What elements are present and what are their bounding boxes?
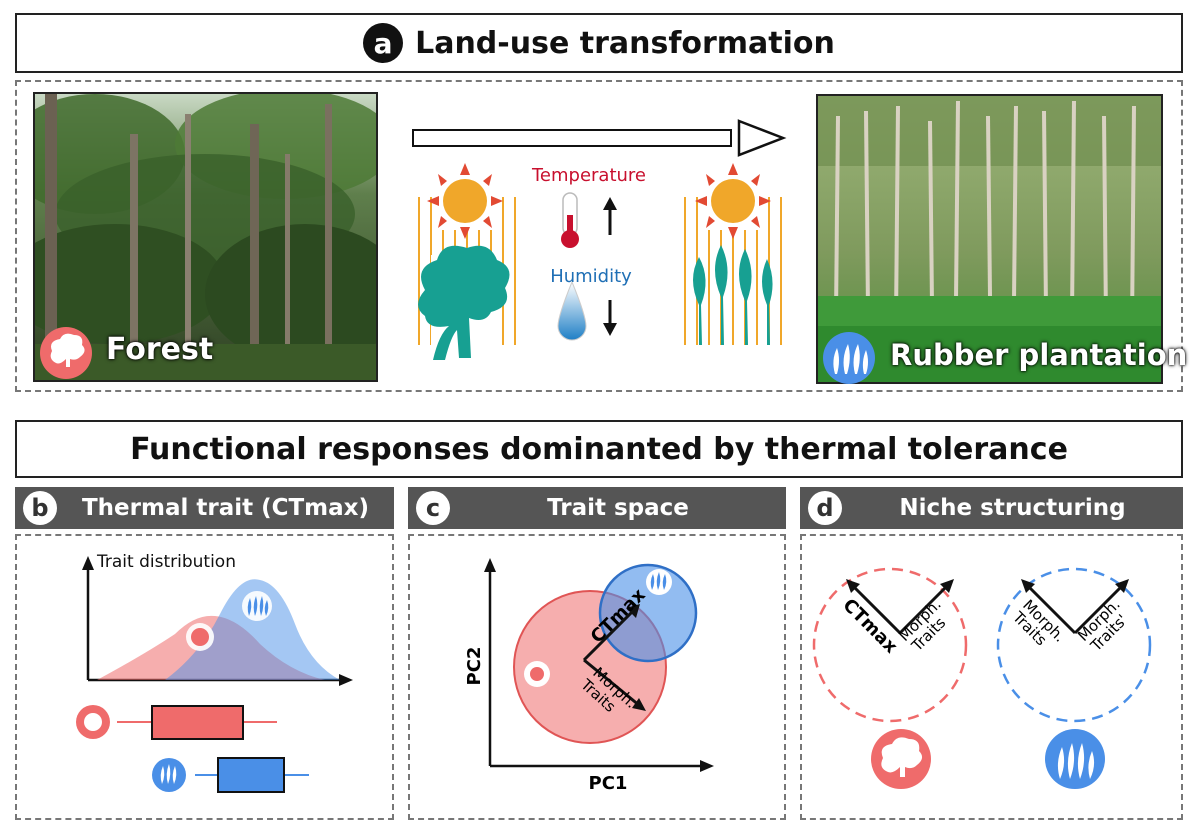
plantation-niche-circle [996, 567, 1152, 723]
panel-c-title: Trait space [547, 495, 689, 521]
thermometer-icon [561, 192, 579, 248]
ctmax-arrow [582, 604, 640, 662]
panel-d-badge: d [808, 491, 842, 525]
panel-a-title-box: a Land-use transformation [15, 13, 1183, 73]
panel-c-plantation-icon [646, 569, 672, 595]
panel-b-header: b Thermal trait (CTmax) [15, 487, 394, 529]
forest-label: Forest [106, 332, 214, 367]
panel-d-diagram: CTmax Morph. Traits Morph. Traits Morph.… [812, 567, 1152, 789]
forest-curve-icon [186, 623, 214, 651]
temperature-label: Temperature [531, 165, 646, 186]
plantation-photo-illustration [818, 96, 1161, 382]
plantation-morph-arrow-right [1073, 579, 1129, 635]
panel-b-y-label: Trait distribution [96, 552, 236, 572]
panel-c-forest-icon [524, 661, 550, 687]
forest-morph-arrow [898, 579, 954, 635]
panel-c-y-label: PC2 [464, 647, 485, 686]
panel-c-axes [484, 558, 714, 772]
plantation-photo [816, 94, 1163, 384]
panel-b-badge: b [23, 491, 57, 525]
plantation-boxplot [152, 757, 309, 793]
land-use-middle-illustration: Temperature Humidity [412, 119, 787, 360]
forest-ctmax-arrow [846, 579, 902, 635]
section-title-box: Functional responses dominanted by therm… [15, 420, 1183, 478]
plantation-badge-icon [823, 332, 875, 384]
morph-traits-arrow [583, 658, 646, 711]
panel-c-x-label: PC1 [589, 773, 628, 794]
rubber-tree-icons [693, 245, 773, 345]
panel-b-frame [15, 534, 394, 820]
panel-c-diagram: PC1 PC2 CTmax Morph. Traits [464, 558, 714, 794]
transformation-arrow [412, 119, 787, 157]
section-title: Functional responses dominanted by therm… [130, 431, 1068, 467]
panel-d-frame [800, 534, 1183, 820]
panel-a-badge: a [363, 23, 404, 63]
panel-c-header: c Trait space [408, 487, 786, 529]
panel-b-title: Thermal trait (CTmax) [81, 495, 370, 521]
temperature-up-arrow-icon [603, 197, 617, 235]
forest-niche-circle [812, 567, 968, 723]
forest-tree-icon [418, 245, 510, 360]
forest-photo [33, 92, 378, 382]
panel-d-title: Niche structuring [899, 495, 1126, 521]
forest-photo-illustration [35, 94, 376, 380]
right-sun-icon [695, 163, 771, 239]
panel-d-header: d Niche structuring [800, 487, 1183, 529]
panel-a-title: Land-use transformation [415, 25, 835, 61]
panel-b-diagram: Trait distribution [76, 552, 353, 793]
panel-d-plantation-icon [1045, 729, 1105, 789]
humidity-drop-icon [557, 280, 587, 341]
humidity-label: Humidity [550, 266, 632, 287]
panel-c-frame [408, 534, 786, 820]
panel-d-forest-icon [871, 729, 931, 789]
plantation-distribution [165, 579, 340, 680]
plantation-morph-arrow-left [1021, 579, 1077, 635]
humidity-down-arrow-icon [603, 300, 617, 336]
plantation-label: Rubber plantation [890, 338, 1188, 372]
left-sun-icon [427, 163, 503, 239]
forest-badge-icon [40, 327, 92, 379]
forest-boxplot [76, 705, 277, 740]
plantation-trait-space [598, 563, 698, 663]
plantation-curve-icon [242, 591, 272, 621]
panel-c-badge: c [416, 491, 450, 525]
panel-a-frame [15, 80, 1183, 392]
